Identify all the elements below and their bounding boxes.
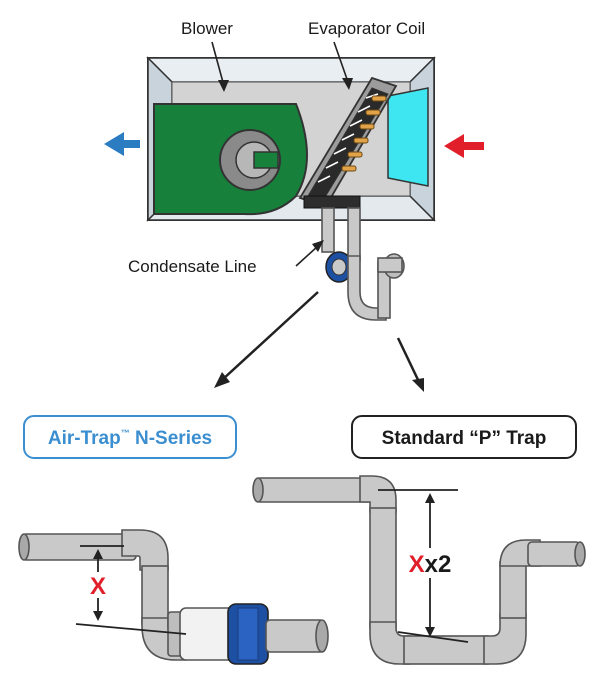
condensate-line-label: Condensate Line <box>128 257 257 276</box>
airflow-out-arrow <box>104 132 140 156</box>
evaporator-coil <box>298 76 398 209</box>
condensate-leader-head <box>312 240 324 252</box>
p-trap-left-riser <box>369 507 397 629</box>
p-trap-bottom-run <box>403 635 489 665</box>
arrow-to-p-trap <box>396 337 422 385</box>
air-trap-inlet-pipe <box>21 533 137 561</box>
p-trap-label: Standard “P” Trap <box>382 428 547 449</box>
blower <box>153 103 308 216</box>
arrow-to-air-trap-head <box>214 372 230 388</box>
blower-label: Blower <box>181 19 233 38</box>
evaporator-leader-head <box>342 78 353 90</box>
blower-leader-head <box>218 80 229 92</box>
p-trap-label-box: Standard “P” Trap <box>351 415 577 459</box>
coil-fin-lines <box>317 93 379 183</box>
svg-text:Air-Trap™ N-Series: Air-Trap™ N-Series <box>48 428 212 449</box>
air-trap-body <box>179 607 235 661</box>
arrow-to-p-trap-head <box>412 378 424 392</box>
evaporator-coil-label: Evaporator Coil <box>308 19 425 38</box>
p-trap-installation: Xx2 <box>252 475 586 665</box>
blower-leader <box>211 41 225 87</box>
blower-shaft <box>253 151 279 169</box>
air-trap-riser <box>141 565 169 625</box>
p-trap-outlet-pipe <box>527 541 581 567</box>
p-trap-inlet-pipe <box>255 477 373 503</box>
p-trap-bottom-right-elbow <box>483 613 527 665</box>
drain-pan <box>303 195 361 209</box>
air-trap-tm: ™ <box>121 428 130 438</box>
coil-face <box>387 87 429 187</box>
coil-tube-bends <box>341 95 387 172</box>
p-trap-top-elbow <box>359 475 397 513</box>
p-trap-right-riser <box>499 561 527 619</box>
air-trap-series: N-Series <box>130 428 212 449</box>
air-trap-installation: X <box>18 529 329 665</box>
airflow-in-arrow <box>444 134 484 158</box>
p-trap-bottom-guide <box>397 631 469 643</box>
air-trap-name: Air-Trap <box>48 428 121 449</box>
x2-dimension-multiplier: x2 <box>425 551 452 578</box>
evaporator-leader <box>333 41 349 83</box>
air-trap-bottom-guide <box>75 623 187 635</box>
cabinet-top-wall <box>146 57 436 83</box>
air-trap-elbow <box>121 529 169 571</box>
arrow-to-air-trap <box>221 291 319 381</box>
air-handler-unit <box>104 56 484 321</box>
x-dimension-label: X <box>90 573 106 600</box>
unit-condensate-piping <box>321 207 405 321</box>
condensate-leader <box>295 245 319 267</box>
air-trap-label-box: Air-Trap™ N-Series <box>23 415 237 459</box>
x2-dimension-x: X <box>409 551 425 578</box>
svg-text:Xx2: Xx2 <box>409 551 452 578</box>
